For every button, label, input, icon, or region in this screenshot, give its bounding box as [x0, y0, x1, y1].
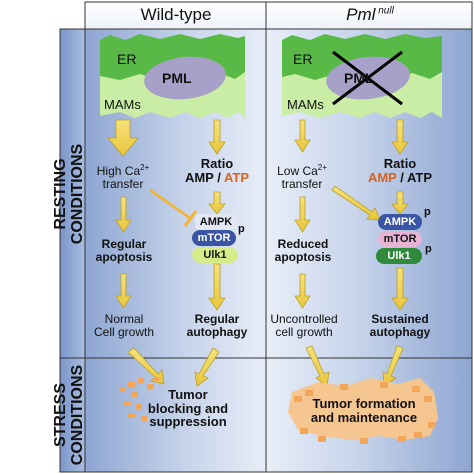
wildtype-growth-arrow [115, 273, 132, 309]
wildtype-inhibition-bar [183, 210, 198, 227]
pmlnull-apoptosis-l1: Reduced [277, 237, 329, 251]
pmlnull-autophagy-arrow [391, 267, 409, 311]
wildtype-ca-line1: High Ca [96, 164, 141, 178]
pmlnull-atp: ATP [406, 169, 433, 185]
resting-side-band [59, 28, 86, 359]
pmlnull-autophagy-l2: autophagy [369, 324, 431, 339]
pmlnull-ratio-title: Ratio [383, 156, 417, 171]
pmlnull-growth-l2: cell growth [275, 324, 333, 339]
pmlnull-stress-arrow-left [305, 345, 330, 387]
arrows [107, 119, 409, 387]
pmlnull-amp: AMP [367, 169, 397, 185]
pmlnull-ca-thin-arrow [294, 119, 311, 153]
pmlnull-ratio-arrow [391, 119, 409, 155]
wildtype-growth-l2: Cell growth [93, 324, 155, 339]
wildtype-apoptosis-l1: Regular [101, 237, 147, 251]
pmlnull-ca-sup: 2+ [317, 163, 327, 172]
wildtype-ratio-arrow [208, 119, 226, 155]
resting-word: RESTING [52, 158, 69, 230]
wildtype-ratio-title: Ratio [200, 156, 234, 171]
pmlnull-ca-to-ampk-arrow [331, 185, 381, 221]
wildtype-header: Wild-type [140, 5, 212, 24]
wildtype-growth-l1: Normal [104, 312, 144, 326]
wildtype-autophagy: Regular autophagy [187, 313, 248, 338]
stress-side-band [59, 357, 86, 473]
pmlnull-ca-transfer: Low Ca2+ transfer [277, 163, 327, 191]
wildtype-ampk-arrow [208, 191, 226, 215]
resting-conditions-label: RESTING CONDITIONS [52, 135, 93, 253]
pmlnull-apoptosis-arrow [294, 196, 311, 233]
wildtype-apoptosis-l2: apoptosis [95, 249, 153, 264]
wildtype-ca-sup: 2+ [140, 163, 150, 172]
wildtype-ca-line2: transfer [102, 176, 144, 191]
pmlnull-pml-label: PML [344, 70, 374, 86]
wildtype-autophagy-l1: Regular [194, 312, 240, 326]
pmlnull-growth-l1: Uncontrolled [270, 312, 338, 326]
pmlnull-autophagy-l1: Sustained [371, 312, 429, 326]
pmlnull-stress-arrow-right [382, 345, 404, 387]
wildtype-atp: ATP [223, 169, 250, 185]
pmlnull-ca-line2: transfer [281, 176, 323, 191]
conditions-word: CONDITIONS [68, 364, 86, 466]
wildtype-ulk1-pill: Ulk1 [192, 247, 238, 263]
wildtype-autophagy-arrow [208, 263, 226, 311]
pmlnull-header: Pml null [346, 6, 394, 24]
pmlnull-tumor-l1: Tumor formation [312, 396, 416, 411]
pmlnull-tumor-mass [288, 378, 438, 440]
wildtype-mtor-p: p [238, 223, 245, 235]
wildtype-ca-transfer: High Ca2+ transfer [96, 163, 150, 191]
pmlnull-growth-arrow [294, 273, 311, 309]
wildtype-stress-panel [84, 357, 267, 473]
pmlnull-cross-line-2 [332, 50, 403, 106]
wildtype-pml-blob [144, 56, 226, 100]
pmlnull-ampk-arrow [391, 191, 409, 215]
wildtype-pml-label: PML [162, 70, 192, 86]
pmlnull-er-label: ER [293, 51, 313, 67]
wildtype-mams-label: MAMs [104, 97, 141, 112]
wildtype-tumor-l2: blocking and [147, 400, 229, 416]
wildtype-ampk-pill: AMPK [195, 214, 237, 230]
wildtype-tumor-outcome: Tumor blocking and suppression [148, 388, 228, 429]
wildtype-er-label: ER [117, 51, 137, 67]
pmlnull-apoptosis-l2: apoptosis [274, 249, 332, 264]
pmlnull-slash: / [396, 169, 407, 185]
wildtype-mtor-pill: mTOR [192, 230, 236, 246]
pmlnull-growth: Uncontrolled cell growth [270, 313, 337, 338]
pmlnull-tumor-outcome: Tumor formation and maintenance [311, 397, 417, 424]
pmlnull-tumor-cells [294, 382, 436, 444]
wildtype-stress-arrow-right [194, 347, 220, 387]
pmlnull-ca-line1: Low Ca [277, 164, 318, 178]
wildtype-tumor-l3: suppression [149, 414, 227, 430]
conditions-word: CONDITIONS [68, 143, 86, 245]
wildtype-autophagy-l2: autophagy [186, 324, 248, 339]
pmlnull-mams-label: MAMs [287, 97, 324, 112]
wildtype-growth: Normal Cell growth [94, 313, 154, 338]
pmlnull-ulk1-p: p [425, 243, 432, 255]
pmlnull-ampk-p: p [424, 206, 431, 218]
wildtype-apoptosis-arrow [115, 196, 132, 233]
wildtype-ca-thick-arrow [107, 119, 139, 157]
wildtype-inhibition-line [149, 188, 191, 220]
stress-word: STRESS [52, 383, 69, 448]
pmlnull-autophagy: Sustained autophagy [370, 313, 431, 338]
wildtype-amp: AMP [184, 169, 214, 185]
wildtype-apoptosis: Regular apoptosis [96, 238, 153, 263]
header-row [84, 1, 473, 30]
pml-gene-label: Pml [346, 5, 376, 24]
pmlnull-ampk-pill: AMPK [378, 214, 422, 230]
wildtype-slash: / [213, 169, 224, 185]
pmlnull-ratio: Ratio AMP / ATP [368, 157, 432, 184]
pmlnull-ulk1-pill: Ulk1 [376, 248, 422, 264]
wildtype-tumor-cells [120, 377, 159, 421]
null-superscript: null [378, 5, 394, 17]
wildtype-ratio: Ratio AMP / ATP [185, 157, 249, 184]
stress-conditions-label: STRESS CONDITIONS [52, 356, 93, 474]
pmlnull-mtor-pill: mTOR [378, 231, 422, 247]
pmlnull-apoptosis: Reduced apoptosis [275, 238, 332, 263]
pmlnull-tumor-l2: and maintenance [310, 409, 418, 425]
wildtype-tumor-l1: Tumor [168, 387, 208, 402]
